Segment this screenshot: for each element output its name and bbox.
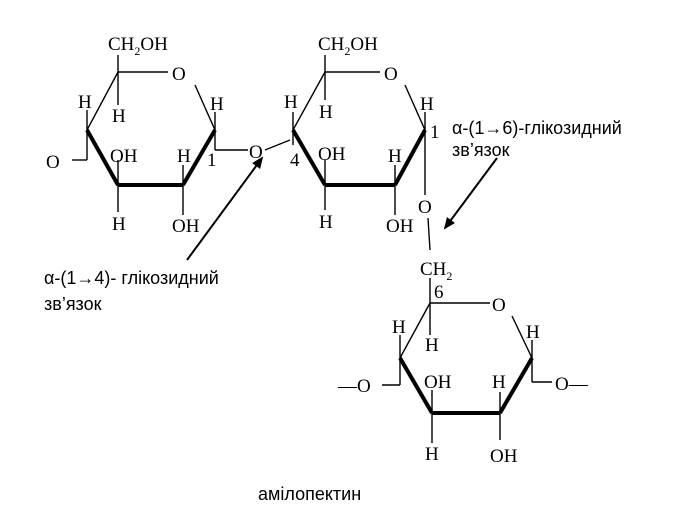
ring-oxygen-3: O xyxy=(492,295,506,316)
hydrogen-c3-low-ring1: H xyxy=(112,214,126,235)
hydrogen-c3-low-ring3: H xyxy=(425,444,439,465)
hydrogen-c4-ring1: H xyxy=(78,92,92,113)
hydrogen-c2-ring3: H xyxy=(492,372,506,393)
hydroxyl-c2-ring3: OH xyxy=(490,446,518,467)
ch2oh-1: CH2OH xyxy=(108,34,168,58)
hydrogen-c2-up-ring1: H xyxy=(177,146,191,167)
hydroxyl-c3-ring1: OH xyxy=(110,146,138,167)
label-1-6-line1: α-(1→6)-глікозидний xyxy=(452,118,622,138)
hydrogen-c5-ring1: H xyxy=(112,106,126,127)
hydroxyl-c2-ring1: OH xyxy=(172,216,200,237)
hydrogen-c1-ring1: H xyxy=(210,94,224,115)
diagram-caption: амілопектин xyxy=(258,484,361,504)
hydrogen-c5-ring3: H xyxy=(425,335,439,356)
hydrogen-c5-ring2: H xyxy=(319,102,333,123)
hydrogen-c4-ring3: H xyxy=(392,317,406,338)
hydrogen-c1-ring2: H xyxy=(420,94,434,115)
bridge-oxygen-1-6: O xyxy=(418,197,432,218)
glucose-ring-3: CH2 6 O H H H —O OH H O— H OH xyxy=(337,259,589,467)
arrow-1-6-bond xyxy=(443,157,498,230)
ch2-ring3: CH2 xyxy=(420,259,452,283)
hydroxyl-c3-ring2: OH xyxy=(318,144,346,165)
hydroxyl-c3-ring3: OH xyxy=(424,372,452,393)
oxygen-left-ring1: O xyxy=(46,152,60,173)
c1-number-ring1: 1 xyxy=(207,150,217,171)
oxygen-right-ring3: O— xyxy=(555,374,589,395)
hydroxyl-c2-ring2: OH xyxy=(386,216,414,237)
arrow-1-4-bond xyxy=(186,156,264,261)
ring-oxygen-1: O xyxy=(172,64,186,85)
glucose-ring-2: CH2OH O H H H 4 1 OH H H OH xyxy=(284,34,440,237)
ch2oh-2: CH2OH xyxy=(318,34,378,58)
c4-number-ring2: 4 xyxy=(290,150,300,171)
hydrogen-c2-ring2: H xyxy=(388,146,402,167)
c1-number-ring2: 1 xyxy=(430,122,440,143)
ring-oxygen-2: O xyxy=(384,64,398,85)
label-1-4-line1: α-(1→4)- глікозидний xyxy=(44,268,219,288)
oxygen-left-ring3: —O xyxy=(337,376,371,397)
hydrogen-c3-low-ring2: H xyxy=(319,212,333,233)
label-1-4-line2: зв’язок xyxy=(44,294,102,314)
hydrogen-c4-ring2: H xyxy=(284,92,298,113)
c6-number-ring3: 6 xyxy=(434,282,444,303)
label-1-6-line2: зв’язок xyxy=(452,140,510,160)
hydrogen-c1-ring3: H xyxy=(526,322,540,343)
glucose-ring-1: CH2OH O H H H H OH 1 H OH O xyxy=(46,34,248,237)
